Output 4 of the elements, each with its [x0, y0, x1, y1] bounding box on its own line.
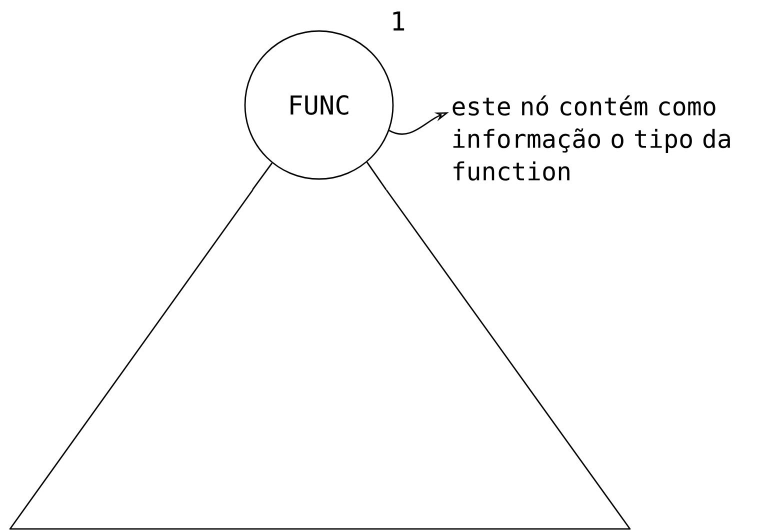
connector-line	[366, 162, 387, 190]
connector-line	[252, 162, 273, 190]
annotation-text: este nó contém como informação o tipo da function	[452, 95, 730, 181]
node-number: 1	[393, 12, 404, 30]
